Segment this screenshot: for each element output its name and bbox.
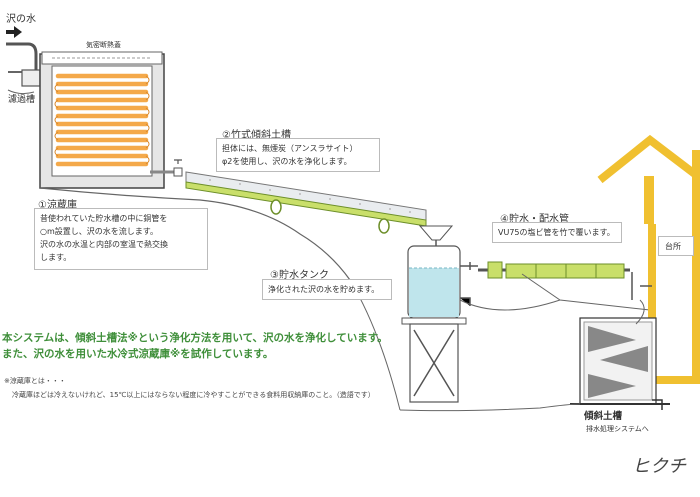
cold-storage-line: 昔使われていた貯水槽の中に銅管を	[40, 214, 168, 223]
inflow-arrow-icon	[6, 26, 22, 38]
inflow-pipe	[6, 42, 38, 70]
bamboo-tank-description: 担体には、無煙炭（アンスラサイト） φ2を使用し、沢の水を浄化します。	[216, 138, 380, 172]
bamboo-tank-line: φ2を使用し、沢の水を浄化します。	[222, 157, 352, 166]
bamboo-tank-title: ②竹式傾斜土槽	[222, 130, 291, 141]
cold-storage-line: します。	[40, 253, 72, 262]
summary-line-2: また、沢の水を用いた水冷式涼蔵庫※を試作しています。	[2, 348, 274, 360]
copper-coil	[55, 73, 149, 167]
lid-label: 気密断熱蓋	[86, 41, 121, 49]
cold-storage-box	[39, 51, 165, 189]
cold-storage-title: ①涼蔵庫	[38, 200, 77, 211]
storage-tank	[401, 225, 478, 403]
summary-line-1: 本システムは、傾斜土槽法※という浄化方法を用いて、沢の水を浄化しています。	[2, 332, 388, 344]
inclined-soil-tank-label: 傾斜土槽	[584, 411, 623, 422]
cold-storage-line: 沢の水の水温と内部の室温で熱交換	[40, 240, 168, 249]
note-title: ※涼蔵庫とは・・・	[4, 377, 66, 385]
pipes-description: VU75の塩ビ管を竹で覆います。	[492, 222, 622, 243]
kitchen-label: 台所	[658, 236, 694, 256]
pipes-title: ④貯水・配水管	[500, 214, 569, 225]
bamboo-tank	[185, 171, 427, 234]
filter-tank	[7, 69, 41, 95]
bamboo-tank-line: 担体には、無煙炭（アンスラサイト）	[222, 144, 358, 153]
pipes-line: VU75の塩ビ管を竹で覆います。	[498, 228, 615, 237]
cold-storage-description: 昔使われていた貯水槽の中に銅管を ○m設置し、沢の水を流します。 沢の水の水温と…	[34, 208, 208, 270]
storage-tank-title: ③貯水タンク	[270, 270, 329, 281]
note-body: 冷蔵庫ほどは冷えないけれど、15℃以上にはならない程度に冷やすことができる食料用…	[12, 391, 375, 399]
storage-tank-description: 浄化された沢の水を貯めます。	[262, 279, 392, 300]
inclined-soil-tank	[570, 299, 670, 410]
stream-water-label: 沢の水	[6, 14, 36, 25]
filter-tank-label: 濾過槽	[8, 95, 36, 105]
cold-storage-line: ○m設置し、沢の水を流します。	[40, 227, 158, 236]
distribution-pipe	[459, 261, 651, 311]
valve-icon	[173, 159, 183, 177]
signature: ヒクチ	[632, 456, 686, 477]
drainage-label: 排水処理システムへ	[586, 425, 649, 433]
storage-tank-line: 浄化された沢の水を貯めます。	[268, 285, 380, 294]
kitchen-text: 台所	[665, 242, 681, 251]
